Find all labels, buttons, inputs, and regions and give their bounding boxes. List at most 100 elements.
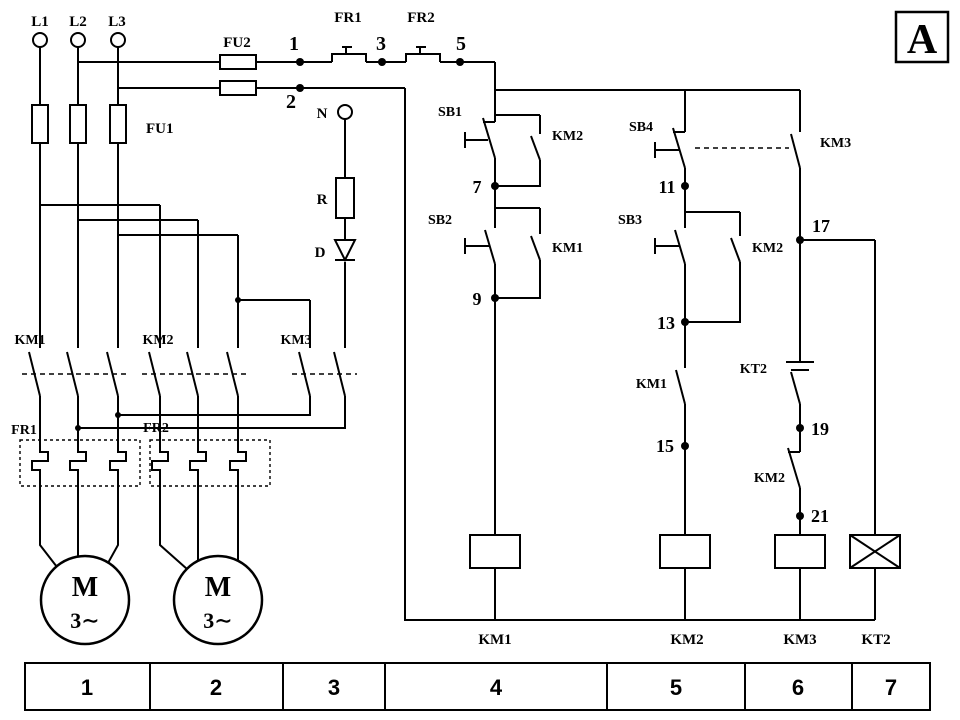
phase-l1-label: L1 (31, 14, 49, 30)
terminal-l2 (70, 32, 86, 48)
button-sb4: SB4 (629, 120, 686, 169)
fr1-top-label: FR1 (334, 10, 362, 26)
km1-main-label: KM1 (14, 333, 45, 348)
fr1-box (19, 439, 141, 487)
node-dot-19 (796, 424, 804, 432)
junction-dot-c (75, 425, 81, 431)
fr2-nc-contact (405, 46, 441, 62)
phase-l3-label: L3 (108, 14, 126, 30)
fr2-heaters (151, 448, 247, 478)
footer-cell-1: 1 (81, 675, 93, 700)
control-wiring (78, 61, 876, 621)
sb4-symbol (654, 127, 686, 169)
coil-km3-rect (774, 534, 826, 569)
button-sb1: SB1 (438, 105, 496, 159)
contact-km2-parallel: KM2 (530, 129, 583, 161)
motor-m2: M 3∼ (172, 554, 264, 646)
thermal-contact-fr2: FR2 (405, 10, 441, 62)
kt2-delay-symbol (786, 361, 814, 405)
contact-kt2-delay: KT2 (740, 361, 814, 405)
sb4-label: SB4 (629, 120, 653, 135)
km2-interlock-label: KM2 (754, 471, 785, 486)
node-label-9: 9 (473, 289, 482, 309)
sb1-label: SB1 (438, 105, 462, 120)
button-sb3: SB3 (618, 213, 686, 265)
motor-m1: M 3∼ (39, 554, 131, 646)
resistor-r (335, 177, 355, 219)
fu1-fuse-3 (109, 104, 127, 144)
node-dot-3 (378, 58, 386, 66)
footer-dividers (149, 663, 853, 710)
node-dot-1 (296, 58, 304, 66)
node-label-2: 2 (286, 91, 296, 113)
coil-km3: KM3 (774, 534, 826, 648)
km2-seal-label: KM2 (752, 241, 783, 256)
node-label-19: 19 (811, 419, 829, 439)
contact-km2-seal: KM2 (730, 237, 783, 263)
contactor-km1-main: KM1 (14, 333, 130, 397)
junction-dot-a (235, 297, 241, 303)
sb2-symbol (464, 229, 496, 265)
corner-letter: A (907, 17, 938, 63)
junction-dot-b (115, 412, 121, 418)
terminal-l1 (32, 32, 48, 48)
coil-kt2-cross (849, 534, 901, 569)
coil-kt2: KT2 (849, 534, 901, 648)
diode-label: D (315, 245, 326, 261)
node-label-11: 11 (658, 177, 675, 197)
supply-terminals: L1 L2 L3 (31, 14, 126, 48)
sb1-symbol (464, 117, 496, 159)
km2-interlock-symbol (787, 447, 801, 489)
node-label-17: 17 (812, 216, 830, 236)
node-dot-15 (681, 442, 689, 450)
fu2-label: FU2 (223, 35, 251, 51)
coil-kt2-rect (849, 534, 901, 569)
node-label-1: 1 (289, 33, 299, 55)
km1-series-label: KM1 (636, 377, 667, 392)
footer-cell-2: 2 (210, 675, 222, 700)
node-dot-7 (491, 182, 499, 190)
footer-cell-3: 3 (328, 675, 340, 700)
fu1-fuse-2 (69, 104, 87, 144)
power-wiring (39, 47, 346, 570)
fuse-fu1: FU1 (31, 104, 174, 144)
motor-m2-phase: 3∼ (203, 608, 232, 633)
button-sb2: SB2 (428, 213, 496, 265)
coil-km1: KM1 (469, 534, 521, 648)
fr2-left-label: FR2 (143, 421, 169, 436)
fu2-fuse-1 (219, 54, 257, 70)
sb3-label: SB3 (618, 213, 642, 228)
fr1-heaters (31, 448, 127, 478)
footer-cell-4: 4 (490, 675, 503, 700)
contact-km1-seal: KM1 (530, 235, 583, 261)
node-label-21: 21 (811, 506, 829, 526)
fr1-nc-contact (331, 46, 367, 62)
thermal-contact-fr1: FR1 (331, 10, 367, 62)
footer-table: 1 2 3 4 5 6 7 (24, 662, 931, 711)
coil-km2-rect (659, 534, 711, 569)
node-label-15: 15 (656, 436, 674, 456)
node-label-7: 7 (473, 177, 482, 197)
coil-km2-label: KM2 (670, 632, 703, 648)
km1-seal-label: KM1 (552, 241, 583, 256)
node-dot-2 (296, 84, 304, 92)
motor-m2-circle (172, 554, 264, 646)
km1-seal-blade (530, 235, 541, 261)
node-dot-5 (456, 58, 464, 66)
node-dot-21 (796, 512, 804, 520)
footer-cell-6: 6 (792, 675, 804, 700)
motor-m2-letter: M (205, 572, 231, 603)
corner-box (894, 10, 950, 64)
sb3-symbol (654, 229, 686, 265)
coil-km2: KM2 (659, 534, 711, 648)
sb2-label: SB2 (428, 213, 452, 228)
contact-km3-aux: KM3 (790, 133, 851, 169)
coil-km3-label: KM3 (783, 632, 816, 648)
km2-seal-blade (730, 237, 741, 263)
contact-km1-series: KM1 (636, 369, 686, 405)
footer-cell-7: 7 (885, 675, 897, 700)
diode-d (333, 239, 357, 263)
neutral-label: N (317, 106, 328, 122)
